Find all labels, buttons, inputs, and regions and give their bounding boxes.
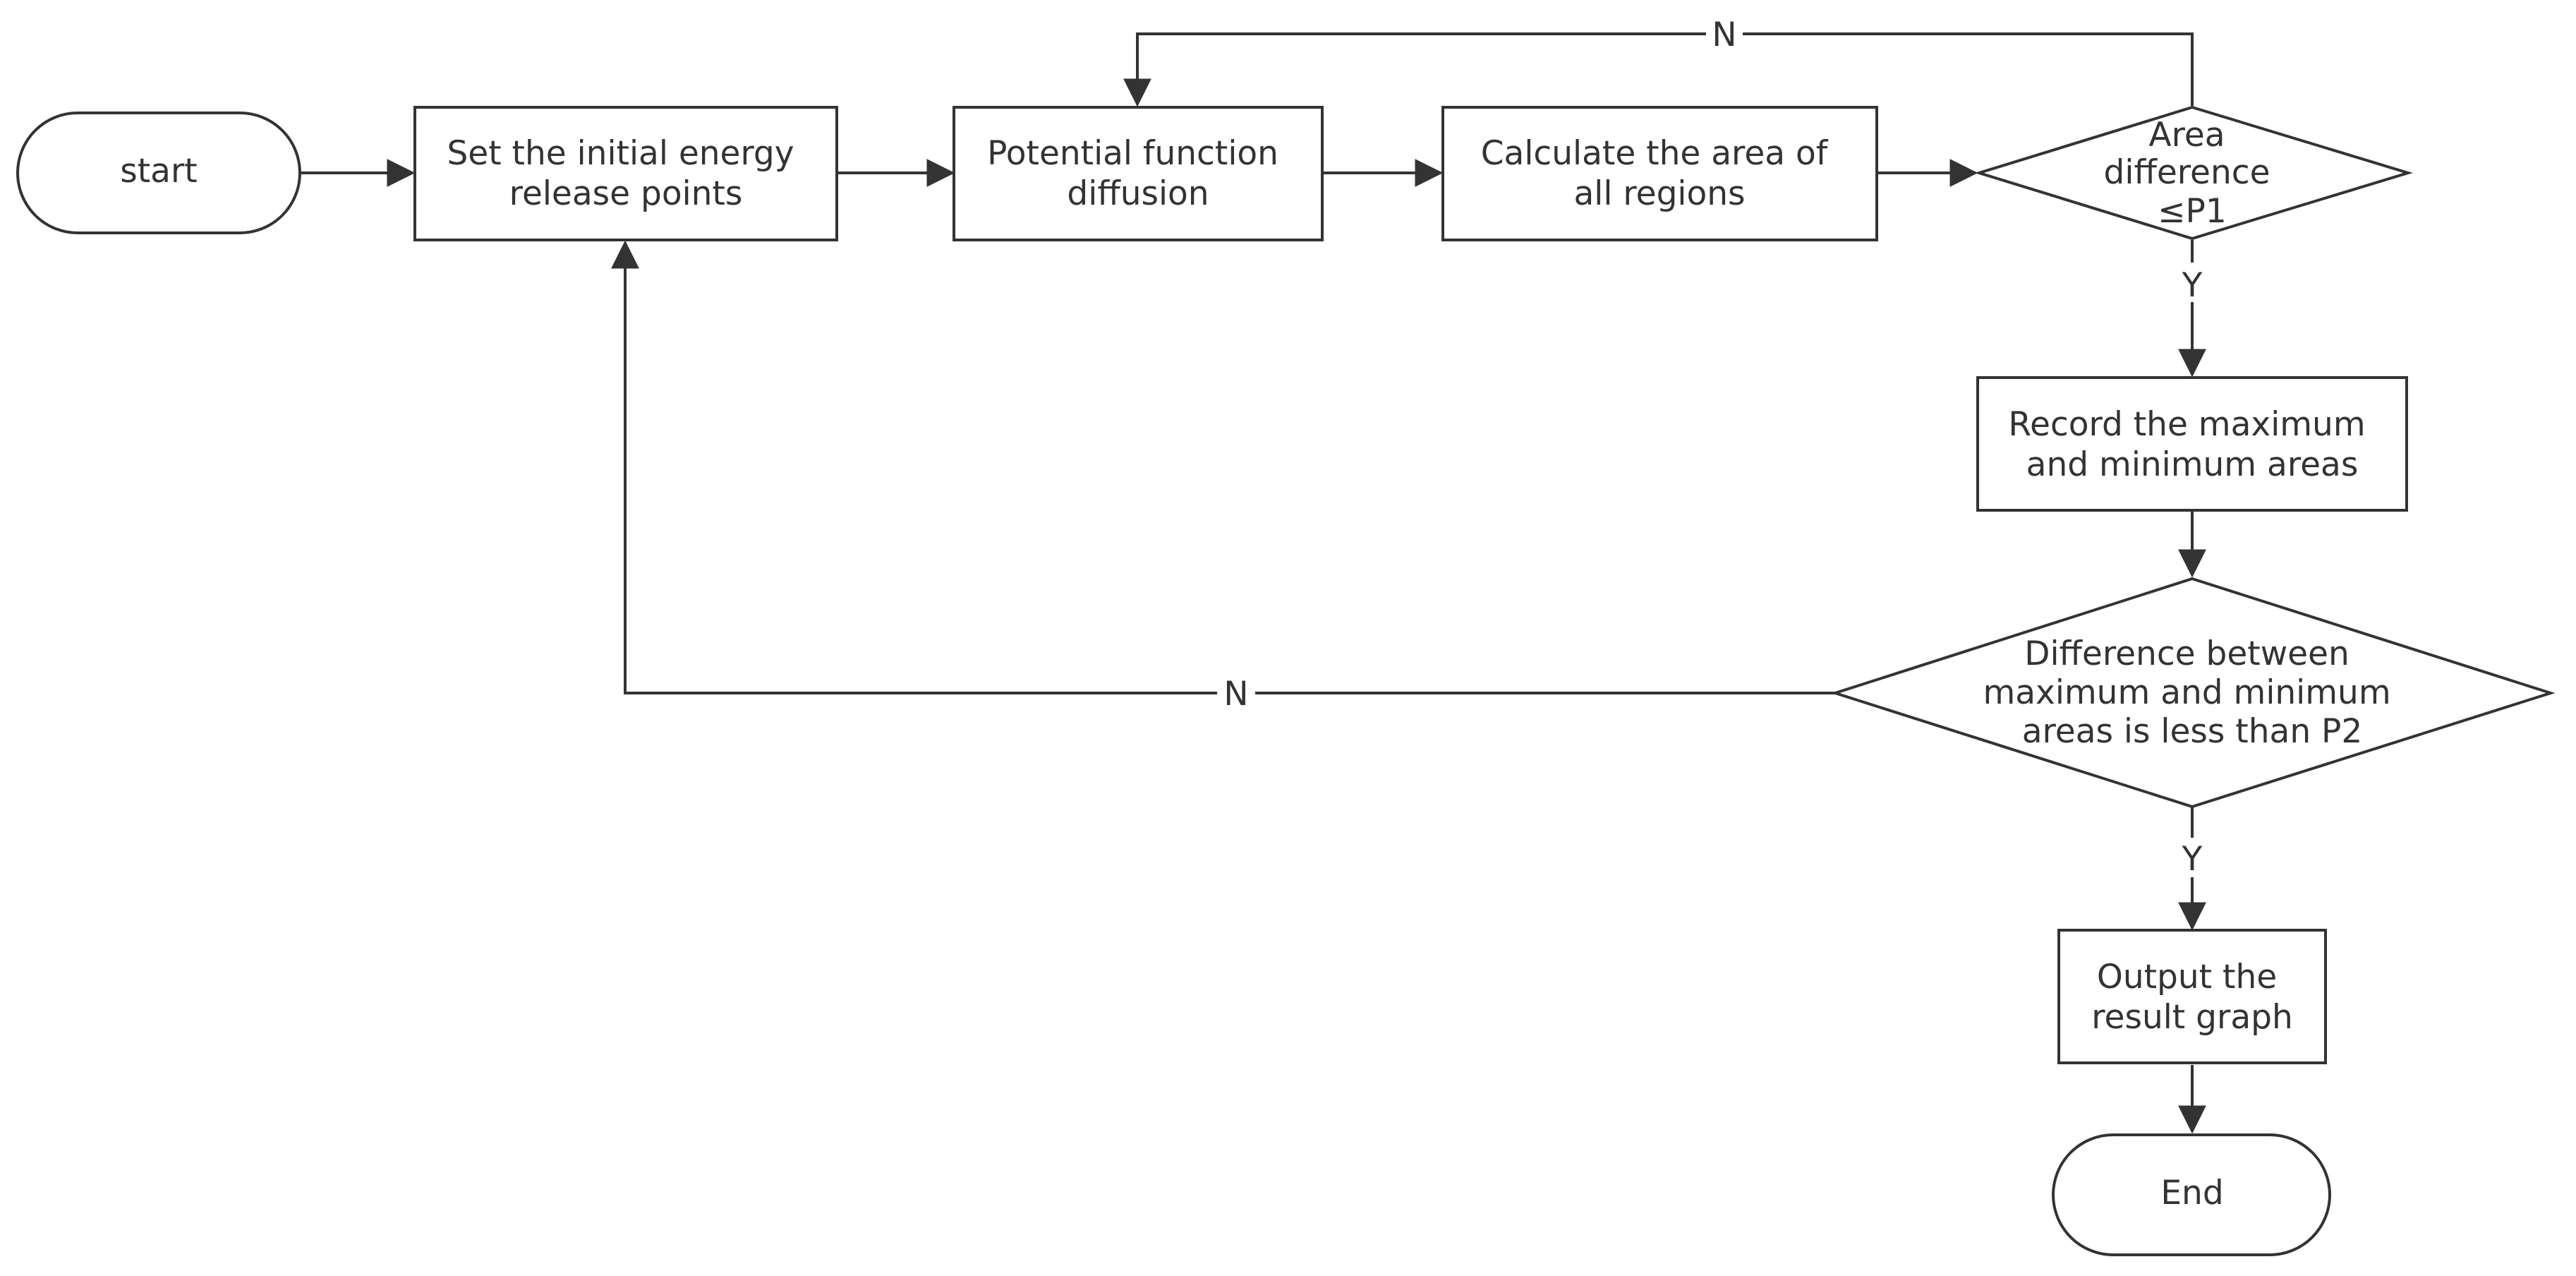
node-end-label: End bbox=[2160, 1174, 2223, 1212]
node-output-graph[interactable]: Output the result graph bbox=[2057, 929, 2327, 1064]
node-set-release-points-label: Set the initial energy release points bbox=[447, 134, 804, 213]
edge-p2-no-loop bbox=[611, 240, 1834, 694]
node-set-release-points[interactable]: Set the initial energy release points bbox=[413, 106, 838, 241]
node-record-areas[interactable]: Record the maximum and minimum areas bbox=[1976, 376, 2408, 512]
node-potential-diffusion-label: Potential function diffusion bbox=[987, 134, 1289, 213]
node-decision-p2[interactable]: Difference between maximum and minimum a… bbox=[1830, 577, 2556, 809]
node-record-areas-label: Record the maximum and minimum areas bbox=[2008, 405, 2376, 484]
node-start[interactable]: start bbox=[16, 112, 301, 234]
edge-label-p2-no: N bbox=[1223, 675, 1248, 714]
node-decision-p2-label: Difference between maximum and minimum a… bbox=[1983, 634, 2401, 751]
edge-labels: N Y N Y bbox=[1217, 14, 2210, 879]
node-potential-diffusion[interactable]: Potential function diffusion bbox=[953, 106, 1324, 241]
node-calculate-area-label: Calculate the area of all regions bbox=[1481, 134, 1839, 213]
node-calculate-area[interactable]: Calculate the area of all regions bbox=[1441, 106, 1878, 241]
node-output-graph-label: Output the result graph bbox=[2091, 958, 2293, 1037]
edges bbox=[300, 32, 2206, 1134]
edge-label-p1-yes: Y bbox=[2182, 266, 2203, 305]
node-end[interactable]: End bbox=[2052, 1133, 2331, 1256]
edge-label-p1-no: N bbox=[1712, 16, 1736, 54]
node-decision-p1[interactable]: Area difference ≤P1 bbox=[1974, 105, 2413, 241]
edge-p1-no-loop bbox=[1123, 32, 2194, 107]
node-decision-p1-label: Area difference ≤P1 bbox=[2104, 116, 2281, 231]
node-start-label: start bbox=[120, 152, 197, 191]
edge-label-p2-yes: Y bbox=[2182, 840, 2203, 879]
